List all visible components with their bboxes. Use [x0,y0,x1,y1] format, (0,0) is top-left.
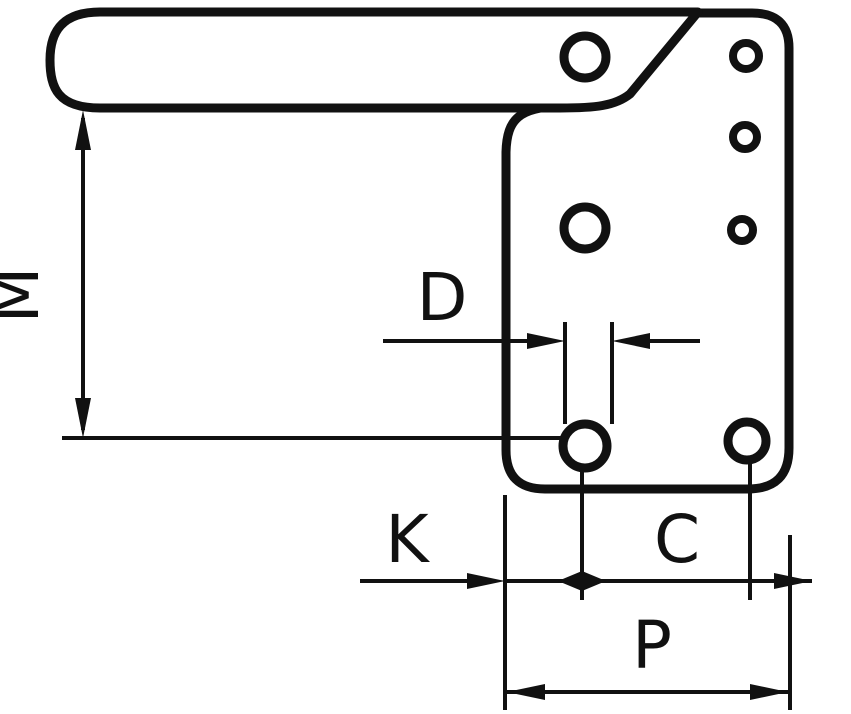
dim-label-c: C [654,501,700,578]
dim-label-k: K [385,501,430,578]
clamp-handle [45,7,703,113]
mounting-hole-mid-right [727,215,757,245]
arrowhead-p-right [750,684,788,700]
arrowhead-k [467,573,505,589]
dim-label-p: P [632,607,672,684]
arrowhead-m-bottom [75,398,91,438]
pivot-hole [559,31,611,83]
dim-label-d: D [417,259,468,336]
arrowhead-c-right [774,573,812,589]
dim-label-m: M [0,267,54,324]
arrowhead-c-diamond [558,571,606,591]
mounting-hole-upper-right [729,121,761,153]
mounting-hole-bottom-right [723,417,771,465]
mounting-hole-bottom-left [558,419,612,473]
mounting-hole-mid-left [559,202,611,254]
arrowhead-d-left [527,333,565,349]
mounting-hole-top-right [729,39,763,73]
arrowhead-d-right [612,333,650,349]
arrowhead-m-top [75,110,91,150]
arrowhead-p-left [507,684,545,700]
